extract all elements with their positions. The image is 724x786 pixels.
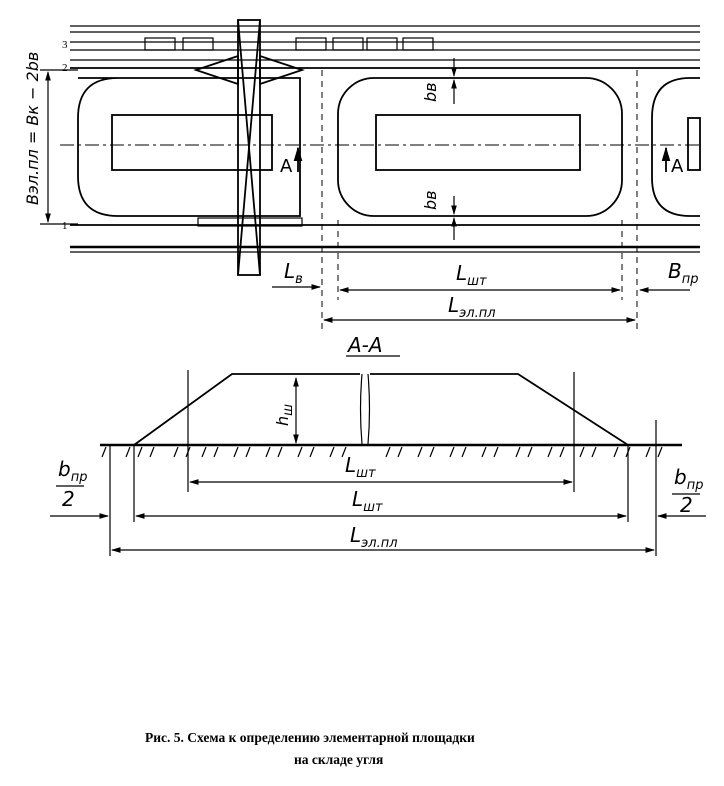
stockpile-left [77,77,301,217]
bv-dimensions: bв bв [421,58,457,240]
svg-text:bпр: bпр [58,457,87,485]
sec-dim-L-sht-upper: Lшт [189,453,573,485]
width-dimension: Bэл.пл = Bк − 2bв [23,52,78,225]
dim-h-sh: hш [273,377,299,444]
svg-text:Bпр: Bпр [668,259,699,287]
bottom-rail-track: 1 [62,217,700,253]
svg-text:Lшт: Lшт [456,261,487,289]
wagons [144,37,434,51]
svg-text:A: A [280,156,293,177]
dim-bpr-half-left: bпр 2 [50,457,109,519]
rail-mark-1: 1 [62,220,68,232]
stockpile-middle [337,77,623,217]
svg-text:Lшт: Lшт [352,487,383,515]
stockpile-right [651,77,701,217]
section-title: А-А [346,333,383,357]
rail-mark-2: 2 [62,62,68,74]
section-view: А-А hш Lшт [50,333,706,556]
dim-L-v: Lв [272,259,321,290]
svg-text:2: 2 [62,487,75,511]
figure-caption: Рис. 5. Схема к определению элементарной… [145,730,475,767]
rail-mark-3: 3 [62,39,68,51]
dim-bpr-half-right: bпр 2 [657,465,706,519]
sec-dim-L-sht-lower: Lшт [135,487,627,519]
svg-text:Lшт: Lшт [345,453,376,481]
stack-profile [133,373,629,446]
section-marker-left: A [280,146,303,177]
bv-bottom-label: bв [421,190,440,210]
svg-text:hш: hш [273,404,296,426]
dim-L-sht: Lшт [339,261,621,293]
svg-text:Lв: Lв [284,259,303,287]
section-marker-right: A [661,146,684,177]
dim-B-pr: Bпр [639,259,699,293]
caption-line-2: на складе угля [294,752,383,767]
bv-top-label: bв [421,82,440,102]
svg-text:bпр: bпр [674,465,703,493]
sec-dim-L-elpl: Lэл.пл [111,523,655,553]
width-formula-label: Bэл.пл = Bк − 2bв [23,52,42,205]
dim-L-elpl: Lэл.пл [323,293,636,323]
svg-text:2: 2 [680,493,693,517]
crane [193,19,305,276]
svg-text:Lэл.пл: Lэл.пл [448,293,496,321]
caption-line-1: Рис. 5. Схема к определению элементарной… [145,730,475,745]
ground-line [100,443,682,458]
plan-view: 3 2 1 [23,19,701,330]
svg-text:A: A [671,156,684,177]
svg-text:Lэл.пл: Lэл.пл [350,523,398,551]
